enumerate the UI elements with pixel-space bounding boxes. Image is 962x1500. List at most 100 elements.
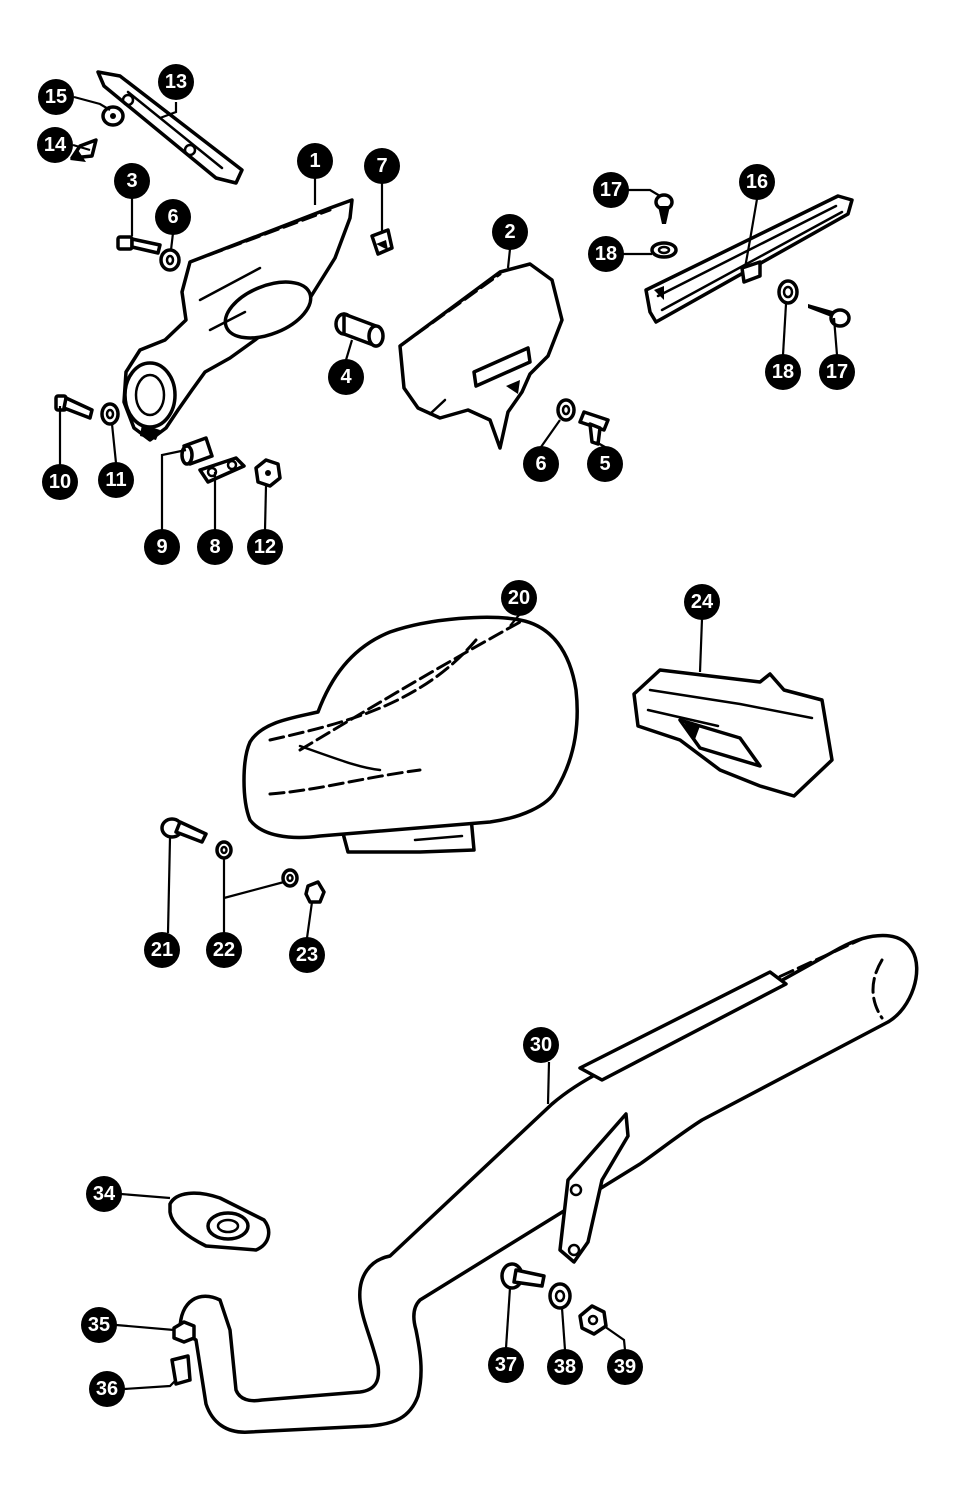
callout-label: 8 <box>209 536 220 558</box>
exhaust-stud-part <box>170 1354 192 1386</box>
callout-label: 6 <box>535 453 546 475</box>
callout-label: 7 <box>376 155 387 177</box>
callout-2: 2 <box>492 214 528 250</box>
bolt-part <box>116 235 162 255</box>
callout-label: 23 <box>296 944 318 966</box>
spring-washer-part <box>100 402 120 426</box>
exhaust-part <box>178 933 919 1434</box>
callout-label: 24 <box>691 591 714 613</box>
callout-9: 9 <box>144 529 180 565</box>
callout-18: 18 <box>588 236 624 272</box>
callout-label: 20 <box>508 587 530 609</box>
flat-screw-part <box>578 410 610 446</box>
callout-17: 17 <box>819 354 855 390</box>
callout-35: 35 <box>81 1307 117 1343</box>
spacer-pin-part <box>334 312 385 348</box>
callout-label: 5 <box>599 453 610 475</box>
callout-label: 13 <box>165 71 187 93</box>
bracket-strip-part <box>96 70 244 185</box>
callout-label: 35 <box>88 1314 110 1336</box>
callout-10: 10 <box>42 464 78 500</box>
gasket-part <box>168 1191 271 1252</box>
hanger-washer-part <box>548 1282 572 1310</box>
callout-21: 21 <box>144 932 180 968</box>
callout-39: 39 <box>607 1349 643 1385</box>
callout-label: 17 <box>600 179 622 201</box>
hanger-bolt-part <box>500 1262 546 1290</box>
grommet-part <box>777 279 799 305</box>
callout-label: 18 <box>772 361 794 383</box>
callout-34: 34 <box>86 1176 122 1212</box>
callout-20: 20 <box>501 580 537 616</box>
bracket-rail-part <box>644 194 854 324</box>
callout-16: 16 <box>739 164 775 200</box>
callout-4: 4 <box>328 359 364 395</box>
screw-part <box>70 138 98 162</box>
callout-37: 37 <box>488 1347 524 1383</box>
callout-label: 4 <box>340 366 352 388</box>
callout-label: 10 <box>49 471 71 493</box>
callout-label: 17 <box>826 361 848 383</box>
seat-nut-part <box>304 880 326 904</box>
callout-label: 1 <box>309 150 320 172</box>
hanger-nut-part <box>578 1304 608 1336</box>
chain-guard-part <box>122 198 354 442</box>
self-tap-screw-part <box>808 304 851 328</box>
callout-label: 39 <box>614 1356 636 1378</box>
hex-nut-part <box>254 458 282 488</box>
callout-5: 5 <box>587 446 623 482</box>
callout-11: 11 <box>98 462 134 498</box>
callout-24: 24 <box>684 584 720 620</box>
callout-18: 18 <box>765 354 801 390</box>
leader-lines <box>58 95 839 1391</box>
callout-38: 38 <box>547 1349 583 1385</box>
callout-12: 12 <box>247 529 283 565</box>
sleeve-part <box>180 436 214 466</box>
callout-13: 13 <box>158 64 194 100</box>
callout-label: 14 <box>44 134 67 156</box>
callout-label: 2 <box>504 221 515 243</box>
callout-6: 6 <box>155 199 191 235</box>
callout-3: 3 <box>114 163 150 199</box>
seat-bolt-part <box>160 817 208 844</box>
callout-label: 37 <box>495 1354 517 1376</box>
exhaust-nut-part <box>172 1320 196 1344</box>
callout-label: 11 <box>105 469 126 491</box>
callout-label: 15 <box>45 86 67 108</box>
callout-6: 6 <box>523 446 559 482</box>
washer-part <box>159 248 181 272</box>
long-bolt-part <box>54 394 94 420</box>
callout-1: 1 <box>297 143 333 179</box>
callout-label: 3 <box>126 170 137 192</box>
callout-17: 17 <box>593 172 629 208</box>
tray-part <box>632 668 834 798</box>
callout-30: 30 <box>523 1027 559 1063</box>
callout-15: 15 <box>38 79 74 115</box>
callout-label: 22 <box>213 939 235 961</box>
callout-label: 9 <box>156 536 167 558</box>
callout-22: 22 <box>206 932 242 968</box>
callout-label: 38 <box>554 1356 576 1378</box>
callout-8: 8 <box>197 529 233 565</box>
callout-label: 18 <box>595 243 617 265</box>
clip-nut-part <box>370 228 394 256</box>
callout-7: 7 <box>364 148 400 184</box>
callout-label: 16 <box>746 171 768 193</box>
small-nut-part <box>101 105 125 127</box>
callout-23: 23 <box>289 937 325 973</box>
callout-label: 21 <box>151 939 173 961</box>
self-tap-screw-part <box>654 193 674 224</box>
callout-label: 36 <box>96 1378 118 1400</box>
callout-label: 30 <box>530 1034 552 1056</box>
side-cover-part <box>398 262 564 450</box>
callout-label: 34 <box>93 1183 116 1205</box>
seat-washer-part <box>215 840 299 888</box>
link-plate-part <box>198 456 246 484</box>
callout-14: 14 <box>37 127 73 163</box>
grommet-part <box>650 241 678 259</box>
callout-36: 36 <box>89 1371 125 1407</box>
callout-label: 12 <box>254 536 276 558</box>
washer-part <box>556 398 576 422</box>
callout-label: 6 <box>167 206 178 228</box>
